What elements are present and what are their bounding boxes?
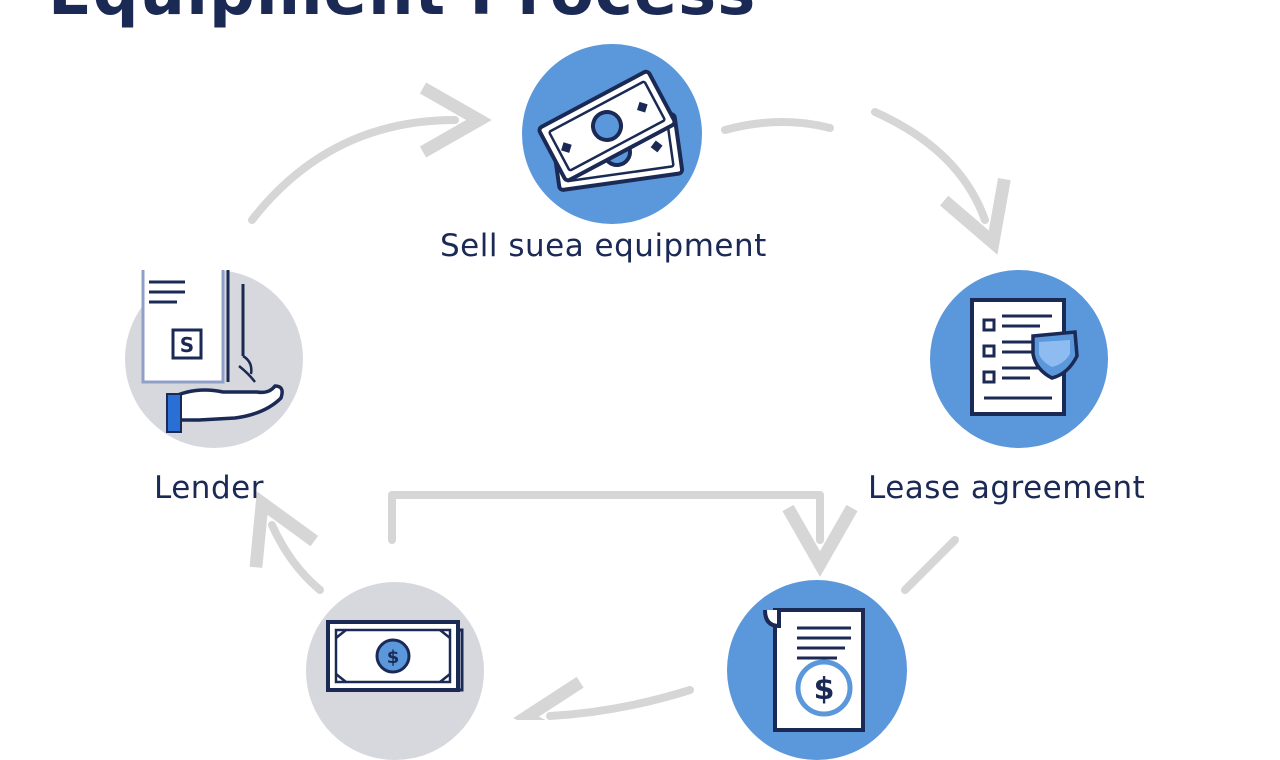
arrow-payment-to-cash (513, 676, 694, 720)
node-sell-circle (522, 44, 702, 224)
diagram-title: Equipment Process (48, 0, 756, 30)
arrow-lender-to-sell (248, 82, 492, 224)
svg-text:$: $ (814, 672, 835, 707)
arrow-mid-loop (388, 491, 858, 577)
invoice-dollar-icon: $ (763, 608, 865, 732)
svg-text:$: $ (387, 647, 400, 668)
flow-arrows (248, 82, 1011, 720)
hand-document-icon: S (141, 270, 284, 433)
node-lease-circle (930, 270, 1108, 448)
node-payment-circle: $ (727, 580, 907, 760)
arrow-sell-to-lease-1 (721, 117, 834, 134)
arrow-lease-to-payment (901, 536, 959, 594)
arrow-cash-to-lender (249, 491, 324, 594)
cash-bill-icon: $ (326, 620, 464, 692)
node-lender-circle: S (125, 270, 303, 448)
money-bills-icon (537, 69, 685, 192)
node-lease-label: Lease agreement (868, 470, 1146, 506)
arrow-sell-to-lease-2 (871, 108, 1011, 255)
contract-document-icon (970, 298, 1079, 416)
node-lender-label: Lender (154, 470, 264, 506)
node-cash-circle: $ (306, 582, 484, 760)
svg-text:S: S (180, 333, 194, 357)
node-sell-label: Sell sueа equipment (440, 228, 767, 264)
